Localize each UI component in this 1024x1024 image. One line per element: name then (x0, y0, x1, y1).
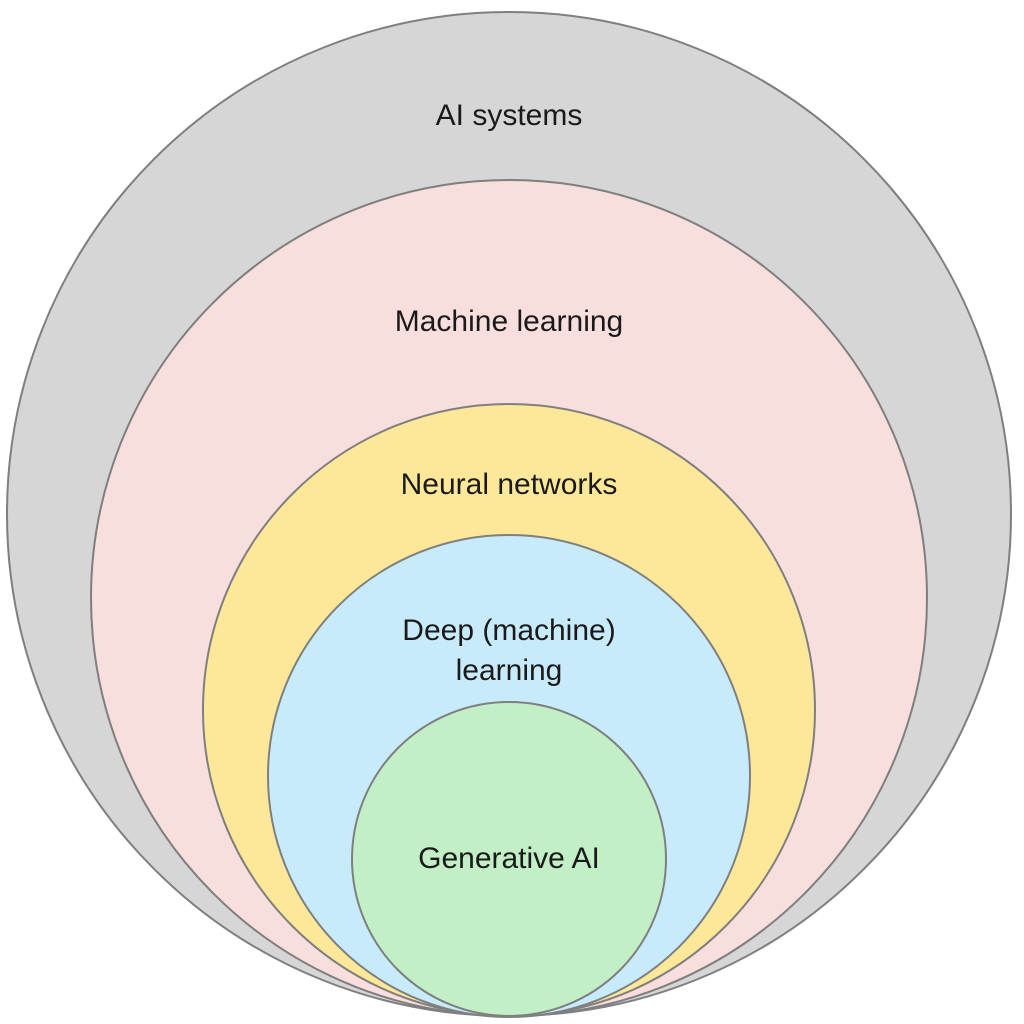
label-deep-learning-line2: learning (456, 654, 563, 687)
label-generative-ai: Generative AI (418, 842, 600, 875)
label-machine-learning: Machine learning (395, 305, 623, 338)
label-ai-systems: AI systems (436, 99, 583, 132)
label-neural-networks: Neural networks (401, 468, 618, 501)
circle-generative-ai (351, 701, 667, 1017)
label-deep-learning-line1: Deep (machine) (402, 614, 615, 647)
